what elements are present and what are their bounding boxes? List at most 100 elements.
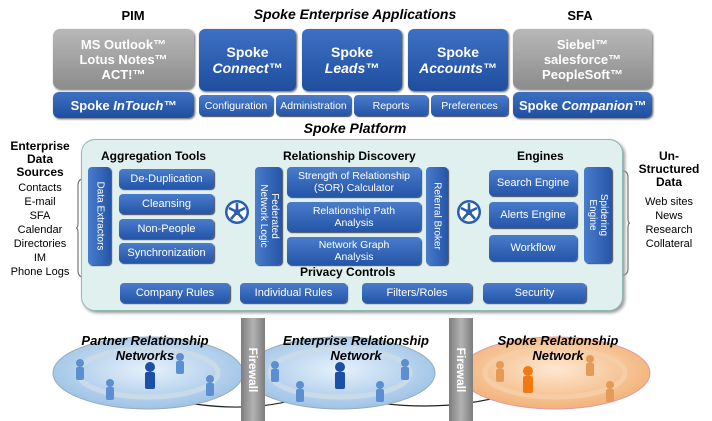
box-line: Network Graph	[318, 239, 390, 251]
workflow-box[interactable]: Workflow	[489, 235, 577, 261]
box-line: (SOR) Calculator	[314, 182, 394, 194]
companion-prefix: Spoke	[518, 97, 562, 113]
individual-rules-box[interactable]: Individual Rules	[240, 283, 347, 303]
companion-name: Companion™	[561, 97, 647, 113]
firewall-label: Firewall	[246, 347, 260, 392]
box-label-line: Engine	[587, 199, 598, 231]
pim-item: MS Outlook™	[80, 36, 167, 52]
source-item: Calendar	[17, 224, 63, 236]
synchronization-box[interactable]: Synchronization	[119, 243, 214, 263]
intouch-name: InTouch™	[113, 97, 177, 113]
de-duplication-box[interactable]: De-Duplication	[119, 169, 214, 189]
title-line: Data	[655, 175, 682, 189]
privacy-title: Privacy Controls	[300, 265, 396, 279]
partner-network-label: Partner Relationship Networks	[60, 333, 230, 363]
box-label: Referral Broker	[431, 182, 443, 250]
spoke-leads-box[interactable]: Spoke Leads™	[302, 29, 402, 91]
title-line: Enterprise	[10, 139, 70, 153]
title-line: Structured	[638, 162, 700, 176]
aggregation-title: Aggregation Tools	[101, 149, 207, 163]
label-line: Partner Relationship	[81, 333, 209, 348]
left-bracket	[76, 178, 84, 278]
unstructured-title: Un- Structured Data	[629, 150, 709, 189]
source-item: Research	[645, 224, 693, 236]
sfa-item: PeopleSoft™	[542, 66, 623, 82]
title-line: Sources	[16, 165, 64, 179]
alerts-engine-box[interactable]: Alerts Engine	[489, 202, 577, 228]
right-bracket	[622, 170, 630, 276]
box-label-line: Federated	[268, 193, 280, 239]
source-item: SFA	[29, 210, 51, 222]
app-line: Spoke	[436, 44, 479, 60]
relationship-path-box[interactable]: Relationship Path Analysis	[287, 202, 421, 232]
title-line: Data	[26, 152, 53, 166]
discovery-title: Relationship Discovery	[283, 149, 416, 163]
network-graph-box[interactable]: Network Graph Analysis	[287, 237, 421, 265]
source-item: IM	[33, 252, 47, 264]
box-label-line: Spidering	[598, 193, 609, 237]
gear-icon	[225, 200, 249, 224]
box-line: Analysis	[334, 251, 374, 263]
non-people-box[interactable]: Non-People	[119, 219, 214, 239]
box-label: Data Extractors	[94, 181, 105, 251]
label-line: Enterprise Relationship	[283, 333, 429, 348]
unstructured-list: Web sites News Research Collateral	[629, 195, 709, 251]
pim-item: ACT!™	[101, 66, 146, 82]
spoke-companion-box[interactable]: Spoke Companion™	[513, 92, 652, 118]
source-item: Web sites	[644, 196, 694, 208]
gear-icon	[457, 200, 481, 224]
sfa-item: Siebel™	[556, 36, 609, 52]
title-line: Un-	[659, 149, 679, 163]
app-line: Accounts™	[419, 60, 497, 76]
enterprise-network-label: Enterprise Relationship Network	[266, 333, 446, 363]
security-box[interactable]: Security	[483, 283, 586, 303]
enterprise-apps-heading: Spoke Enterprise Applications	[253, 6, 457, 22]
app-line: Spoke	[330, 44, 373, 60]
sfa-heading: SFA	[567, 8, 593, 23]
tab-reports[interactable]: Reports	[354, 95, 428, 116]
firewall-label: Firewall	[454, 347, 468, 392]
filters-roles-box[interactable]: Filters/Roles	[362, 283, 472, 303]
spoke-intouch-box[interactable]: Spoke InTouch™	[53, 92, 194, 118]
app-line: Spoke	[226, 44, 269, 60]
label-line: Spoke Relationship	[497, 333, 619, 348]
data-extractors-box[interactable]: Data Extractors	[88, 167, 111, 265]
box-line: Analysis	[334, 217, 374, 229]
tab-preferences[interactable]: Preferences	[431, 95, 508, 116]
engines-title: Engines	[517, 149, 564, 163]
label-line: Networks	[115, 348, 175, 363]
source-item: E-mail	[24, 196, 56, 208]
source-item: Phone Logs	[10, 266, 70, 278]
spoke-network-label: Spoke Relationship Network	[478, 333, 638, 363]
platform-title: Spoke Platform	[303, 120, 407, 136]
source-item: Directories	[13, 238, 67, 250]
tab-administration[interactable]: Administration	[276, 95, 351, 116]
sfa-item: salesforce™	[543, 51, 622, 67]
source-item: Collateral	[645, 238, 693, 250]
enterprise-sources-title: Enterprise Data Sources	[2, 140, 78, 179]
intouch-prefix: Spoke	[70, 97, 114, 113]
sor-calculator-box[interactable]: Strength of Relationship (SOR) Calculato…	[287, 167, 421, 197]
search-engine-box[interactable]: Search Engine	[489, 170, 577, 196]
tab-configuration[interactable]: Configuration	[199, 95, 273, 116]
app-line: Connect™	[212, 60, 283, 76]
spoke-connect-box[interactable]: Spoke Connect™	[199, 29, 296, 91]
spoke-accounts-box[interactable]: Spoke Accounts™	[408, 29, 508, 91]
label-line: Network	[330, 348, 382, 363]
label-line: Network	[532, 348, 584, 363]
firewall-left: Firewall	[241, 318, 265, 421]
firewall-right: Firewall	[449, 318, 473, 421]
enterprise-sources-list: Contacts E-mail SFA Calendar Directories…	[2, 181, 78, 279]
pim-heading: PIM	[121, 8, 145, 23]
source-item: News	[655, 210, 683, 222]
box-label-line: Network Logic	[257, 184, 269, 248]
company-rules-box[interactable]: Company Rules	[120, 283, 230, 303]
cleansing-box[interactable]: Cleansing	[119, 194, 214, 214]
box-line: Relationship Path	[312, 205, 396, 217]
sfa-apps-box: Siebel™ salesforce™ PeopleSoft™	[513, 29, 652, 89]
referral-broker-box[interactable]: Referral Broker	[426, 167, 448, 265]
